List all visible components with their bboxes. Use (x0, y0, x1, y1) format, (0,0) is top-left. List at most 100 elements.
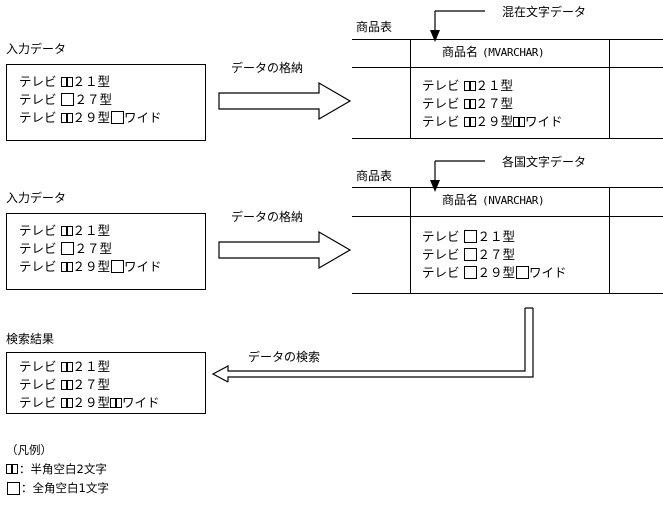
row-suffix: ２９型 (475, 114, 514, 129)
fullwidth-space-icon (464, 247, 478, 262)
search-result-label: 検索結果 (6, 332, 55, 346)
callout-label-2: 各国文字データ (502, 155, 587, 169)
halfwidth-space-icon (60, 74, 73, 89)
row-suffix: ２７型 (74, 92, 113, 107)
table-header-coltype-2: (NVARCHAR) (482, 194, 545, 207)
row-prefix: テレビ (19, 223, 57, 238)
row-prefix: テレビ (422, 265, 460, 280)
halfwidth-space-icon (463, 78, 476, 93)
product-table-1: 商品名(MVARCHAR) テレビ ２１型テレビ ２７型テレビ ２９型ワイド (352, 39, 663, 139)
data-row: テレビ ２７型 (19, 376, 205, 394)
row-tail: ワイド (529, 265, 567, 280)
row-suffix: ２７型 (72, 377, 111, 392)
row-tail: ワイド (124, 110, 162, 125)
row-prefix: テレビ (19, 241, 57, 256)
search-arrow-label: データの検索 (248, 350, 321, 364)
table-header-colname-2: 商品名 (442, 193, 479, 207)
product-table-2: 商品名(NVARCHAR) テレビ ２１型テレビ ２７型テレビ ２９型ワイド (352, 187, 663, 294)
fullwidth-space-icon (464, 265, 478, 280)
row-suffix: ２１型 (475, 78, 514, 93)
data-row: テレビ ２１型 (19, 222, 205, 240)
row-suffix: ２７型 (475, 96, 514, 111)
data-row: テレビ ２９型ワイド (19, 394, 205, 412)
legend-item-halfwidth: ：半角空白2文字 (6, 460, 109, 479)
row-suffix: ２９型 (72, 110, 111, 125)
store-arrow-label-1: データの格納 (231, 61, 304, 75)
halfwidth-space-icon (60, 259, 73, 274)
fullwidth-space-icon (515, 265, 529, 280)
table-border-bottom-1 (352, 138, 663, 139)
fullwidth-space-icon (61, 241, 75, 256)
callout-leader-2 (425, 156, 505, 194)
table-data-cell-1: テレビ ２１型テレビ ２７型テレビ ２９型ワイド (410, 67, 609, 138)
fullwidth-space-icon (464, 229, 478, 244)
row-prefix: テレビ (19, 110, 57, 125)
table-header-divider-1 (352, 67, 663, 68)
row-tail: ワイド (525, 114, 563, 129)
halfwidth-space-icon (60, 395, 73, 410)
table-header-divider-2 (352, 216, 663, 217)
row-prefix: テレビ (19, 377, 57, 392)
input-data-box-2: テレビ ２１型テレビ ２７型テレビ ２９型ワイド (6, 213, 206, 290)
halfwidth-space-icon (110, 395, 123, 410)
row-suffix: ２１型 (72, 74, 111, 89)
input-data-rows-1: テレビ ２１型テレビ ２７型テレビ ２９型ワイド (7, 65, 205, 127)
store-arrow-label-2: データの格納 (231, 210, 304, 224)
legend-item-halfwidth-label: ：半角空白2文字 (19, 462, 107, 476)
data-row: テレビ ２１型 (19, 73, 205, 91)
data-row: テレビ ２１型 (19, 358, 205, 376)
table-col-divider-1a (410, 39, 411, 139)
row-suffix: ２９型 (72, 395, 111, 410)
callout-label-1: 混在文字データ (502, 5, 587, 19)
halfwidth-space-icon (6, 463, 18, 476)
data-row: テレビ ２９型ワイド (19, 258, 205, 276)
store-arrow-1 (218, 81, 352, 121)
fullwidth-space-icon (110, 259, 124, 274)
table-data-cell-2: テレビ ２１型テレビ ２７型テレビ ２９型ワイド (410, 216, 609, 293)
data-row: テレビ ２９型ワイド (422, 264, 609, 282)
row-prefix: テレビ (19, 259, 57, 274)
store-arrow-2 (218, 230, 352, 270)
data-row: テレビ ２７型 (19, 91, 205, 109)
data-row: テレビ ２７型 (19, 240, 205, 258)
row-suffix: ２７型 (477, 247, 516, 262)
row-prefix: テレビ (19, 92, 57, 107)
fullwidth-space-icon (110, 110, 124, 125)
halfwidth-space-icon (60, 359, 73, 374)
data-row: テレビ ２７型 (422, 246, 609, 264)
data-row: テレビ ２１型 (422, 77, 609, 95)
table-data-rows-2: テレビ ２１型テレビ ２７型テレビ ２９型ワイド (410, 216, 609, 282)
table-header-coltype-1: (MVARCHAR) (482, 46, 545, 59)
search-return-arrow (208, 294, 538, 414)
row-suffix: ２７型 (74, 241, 113, 256)
input-data-rows-2: テレビ ２１型テレビ ２７型テレビ ２９型ワイド (7, 214, 205, 276)
legend-item-fullwidth: ：全角空白1文字 (6, 479, 109, 498)
table-header-cell-1: 商品名(MVARCHAR) (410, 39, 609, 67)
callout-leader-1 (425, 6, 505, 44)
data-row: テレビ ２９型ワイド (19, 109, 205, 127)
table-caption-1: 商品表 (356, 20, 393, 34)
table-header-text-1: 商品名(MVARCHAR) (442, 46, 545, 60)
table-border-top-2 (352, 187, 663, 188)
row-prefix: テレビ (19, 359, 57, 374)
fullwidth-space-icon (6, 481, 20, 496)
row-suffix: ２９型 (72, 259, 111, 274)
row-tail: ワイド (124, 259, 162, 274)
row-prefix: テレビ (19, 74, 57, 89)
table-col-divider-2a (410, 187, 411, 294)
halfwidth-space-icon (60, 377, 73, 392)
data-row: テレビ ２７型 (422, 95, 609, 113)
row-prefix: テレビ (422, 96, 460, 111)
row-suffix: ２１型 (477, 229, 516, 244)
row-suffix: ２９型 (477, 265, 516, 280)
data-row: テレビ ２９型ワイド (422, 113, 609, 131)
row-prefix: テレビ (422, 247, 460, 262)
row-suffix: ２１型 (72, 223, 111, 238)
table-col-divider-1b (609, 39, 610, 139)
input-data-box-1: テレビ ２１型テレビ ２７型テレビ ２９型ワイド (6, 64, 206, 141)
table-caption-2: 商品表 (356, 169, 393, 183)
table-border-top-1 (352, 39, 663, 40)
search-result-rows: テレビ ２１型テレビ ２７型テレビ ２９型ワイド (7, 353, 205, 412)
row-prefix: テレビ (19, 395, 57, 410)
